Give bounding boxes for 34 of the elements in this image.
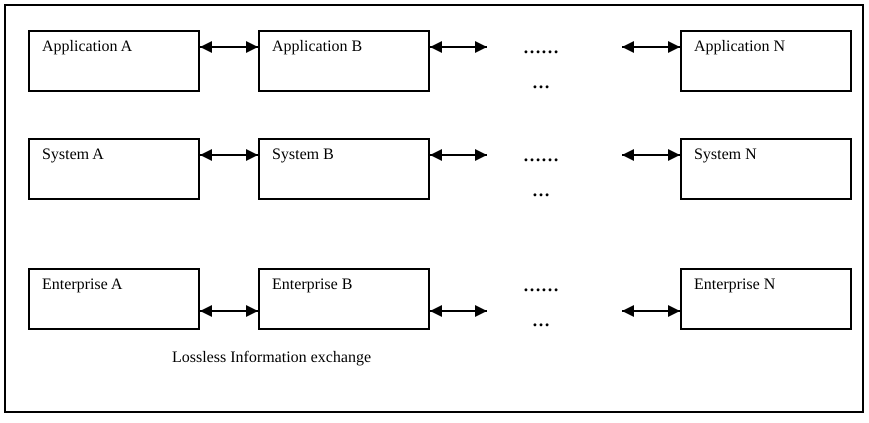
double-arrow <box>200 149 258 161</box>
box-label: Application B <box>272 38 362 55</box>
process-box <box>28 268 200 330</box>
box-label: Enterprise B <box>272 276 352 293</box>
box-label: Application N <box>694 38 786 55</box>
ellipsis-text: … <box>532 72 550 92</box>
process-box <box>28 30 200 92</box>
process-box <box>258 268 430 330</box>
double-arrow <box>622 149 680 161</box>
ellipsis-text: … <box>532 180 550 200</box>
process-box <box>258 30 430 92</box>
ellipsis-text: …… <box>523 145 559 165</box>
double-arrow <box>200 305 258 317</box>
process-box <box>258 138 430 200</box>
box-label: System B <box>272 146 334 163</box>
note-text: Lossless Information exchange <box>172 348 372 368</box>
process-box <box>28 138 200 200</box>
double-arrow <box>622 41 680 53</box>
ellipsis-text: … <box>532 310 550 330</box>
box-label: System A <box>42 146 104 163</box>
double-arrow <box>430 41 487 53</box>
process-box <box>680 268 852 330</box>
box-label: Enterprise N <box>694 276 776 293</box>
ellipsis-text: …… <box>523 37 559 57</box>
double-arrow <box>430 149 487 161</box>
process-box <box>680 30 852 92</box>
box-label: Enterprise A <box>42 276 122 293</box>
double-arrow <box>200 41 258 53</box>
box-label: Application A <box>42 38 132 55</box>
double-arrow <box>430 305 487 317</box>
double-arrow <box>622 305 680 317</box>
process-box <box>680 138 852 200</box>
ellipsis-text: …… <box>523 275 559 295</box>
box-label: System N <box>694 146 757 163</box>
